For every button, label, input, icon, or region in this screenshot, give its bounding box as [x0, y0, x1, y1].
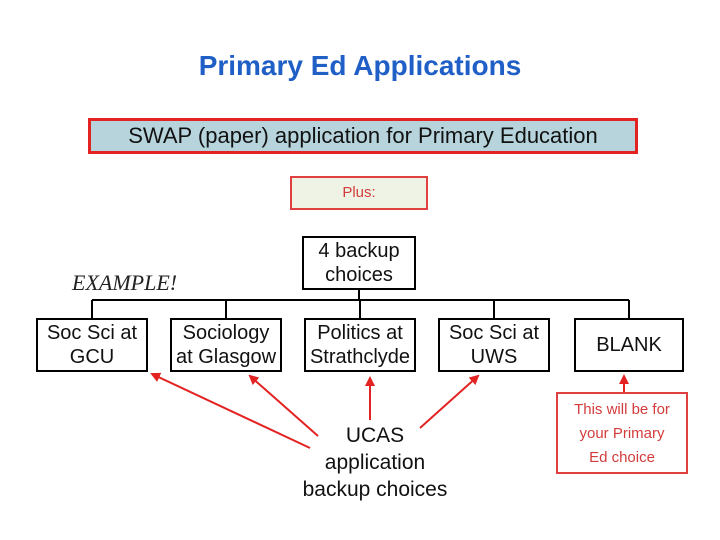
arrow-to-uws: [419, 374, 480, 429]
example-label: EXAMPLE!: [72, 270, 178, 295]
backup-line-2: choices: [325, 264, 393, 286]
ucas-note: UCAS application backup choices: [270, 422, 480, 503]
arrow-to-glasgow: [248, 374, 319, 437]
choice-soc-sci-gcu: Soc Sci at GCU: [36, 318, 148, 372]
choice-sociology-glasgow: Sociology at Glasgow: [170, 318, 282, 372]
backup-choices-box: 4 backup choices: [302, 236, 416, 290]
arrow-to-gcu: [150, 372, 311, 449]
primary-note-line-2: your Primary: [579, 425, 665, 442]
backup-choices-text: 4 backup choices: [318, 239, 399, 287]
choice-blank: BLANK: [574, 318, 684, 372]
plus-box: Plus:: [290, 176, 428, 210]
primary-note-line-1: This will be for: [574, 401, 670, 418]
page-title: Primary Ed Applications: [198, 50, 522, 81]
swap-application-box: SWAP (paper) application for Primary Edu…: [88, 118, 638, 154]
ucas-line-2: application: [324, 451, 426, 474]
choice-soc-sci-uws: Soc Sci at UWS: [438, 318, 550, 372]
ucas-line-1: UCAS: [345, 424, 405, 447]
ucas-line-3: backup choices: [302, 478, 448, 501]
primary-ed-note: This will be for your Primary Ed choice: [556, 392, 688, 474]
choice-politics-strathclyde: Politics at Strathclyde: [304, 318, 416, 372]
primary-note-line-3: Ed choice: [589, 449, 655, 466]
backup-line-1: 4 backup: [318, 240, 400, 262]
